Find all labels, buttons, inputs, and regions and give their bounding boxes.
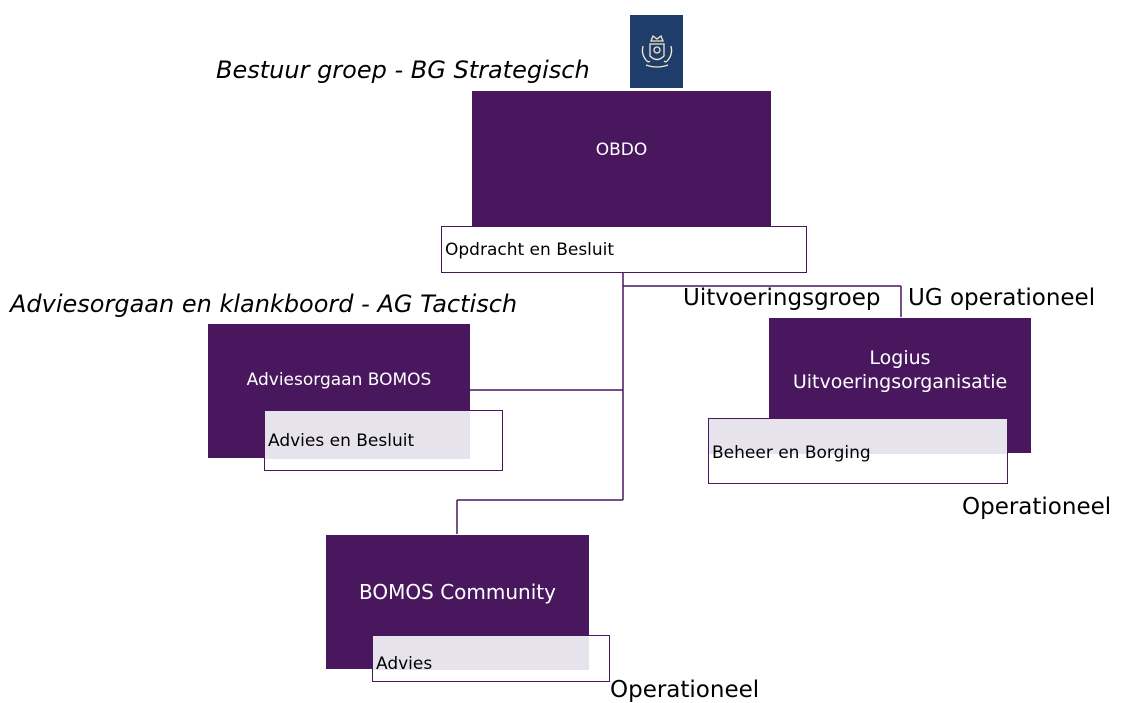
heading-tactical: Adviesorgaan en klankboord - AG Tactisch — [10, 290, 518, 318]
rijksoverheid-coat-of-arms-icon — [630, 15, 683, 88]
heading-strategic: Bestuur groep - BG Strategisch — [216, 56, 590, 84]
heading-execution-group: Uitvoeringsgroep — [683, 285, 881, 311]
node-community-tag: Advies — [372, 635, 610, 682]
node-logius-tag: Beheer en Borging — [708, 418, 1008, 484]
node-logius-tag-label: Beheer en Borging — [712, 443, 871, 463]
node-community-tag-label: Advies — [376, 654, 433, 674]
node-adviesorgaan-tag-label: Advies en Besluit — [268, 431, 415, 451]
node-community-label: BOMOS Community — [359, 579, 556, 604]
node-obdo-tag: Opdracht en Besluit — [441, 226, 807, 273]
heading-operational-right: Operationeel — [962, 494, 1112, 520]
heading-operational-bottom: Operationeel — [610, 677, 760, 703]
tag-highlight — [373, 636, 589, 670]
tag-highlight — [709, 419, 1007, 454]
node-logius-label-line1: Logius — [869, 346, 931, 369]
node-obdo-label: OBDO — [595, 139, 648, 160]
node-logius-label-line2: Uitvoeringsorganisatie — [792, 370, 1008, 393]
tag-highlight — [265, 411, 470, 459]
heading-ug-operational: UG operationeel — [908, 285, 1096, 311]
node-adviesorgaan-label: Adviesorgaan BOMOS — [246, 370, 432, 391]
node-obdo: OBDO — [472, 91, 771, 228]
node-adviesorgaan-tag: Advies en Besluit — [264, 410, 503, 471]
node-obdo-tag-label: Opdracht en Besluit — [445, 240, 615, 260]
